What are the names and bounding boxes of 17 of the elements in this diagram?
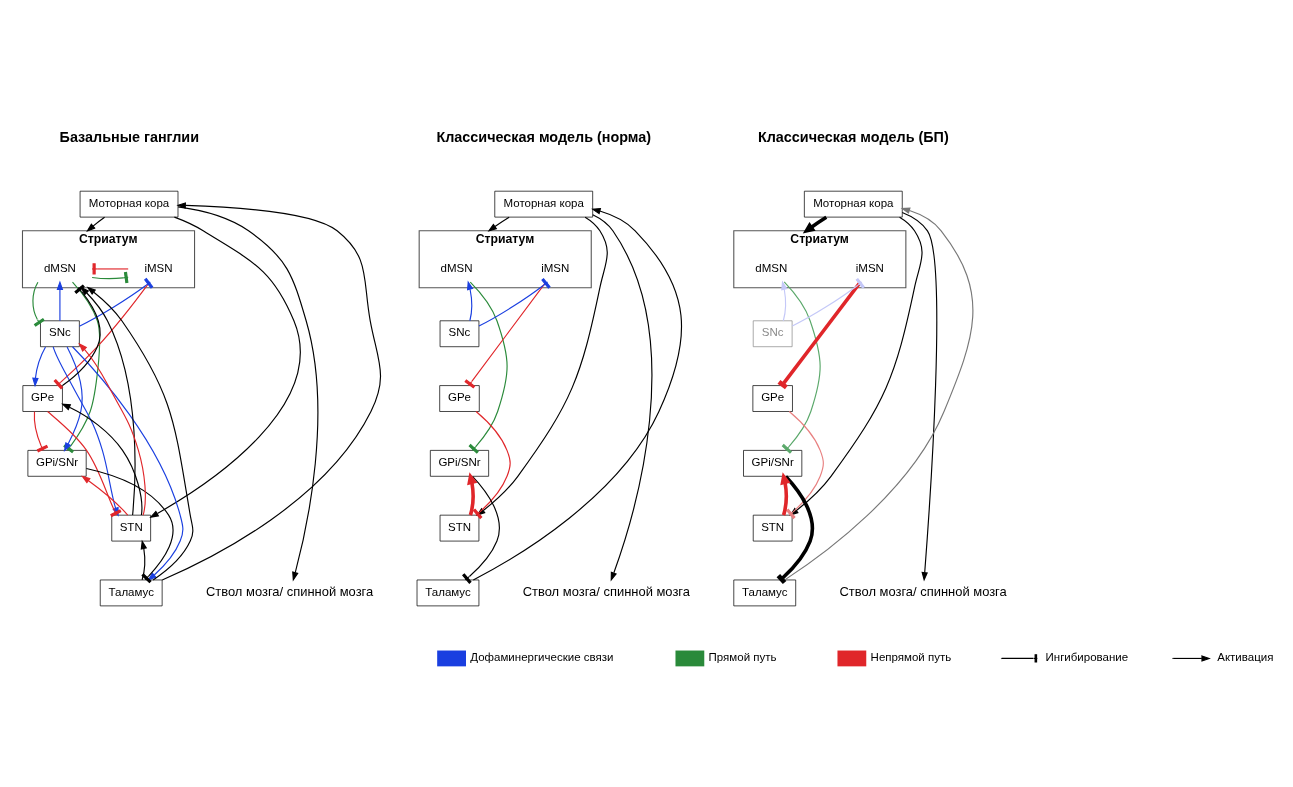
node-text: iMSN [144, 261, 173, 274]
node-text: dMSN [43, 261, 76, 274]
node-text: iMSN [855, 261, 884, 274]
label: Базальные ганглии [59, 129, 200, 146]
legend-label: Ингибирование [1045, 651, 1129, 664]
legend-label: Непрямой путь [870, 651, 952, 664]
node-text: Ствол мозга/ спинной мозга [522, 584, 690, 600]
node-text: iMSN [541, 261, 570, 274]
label: Классическая модель (БП) [757, 129, 949, 146]
node-text: Ствол мозга/ спинной мозга [839, 584, 1007, 600]
legend-label: Активация [1217, 651, 1274, 664]
legend-label: Дофаминергические связи [470, 651, 614, 664]
label: Классическая модель (норма) [436, 129, 652, 146]
node-text: dMSN [440, 261, 473, 274]
node-text: Ствол мозга/ спинной мозга [205, 584, 374, 600]
legend-label: Прямой путь [708, 651, 777, 664]
node-text: dMSN [755, 261, 788, 274]
